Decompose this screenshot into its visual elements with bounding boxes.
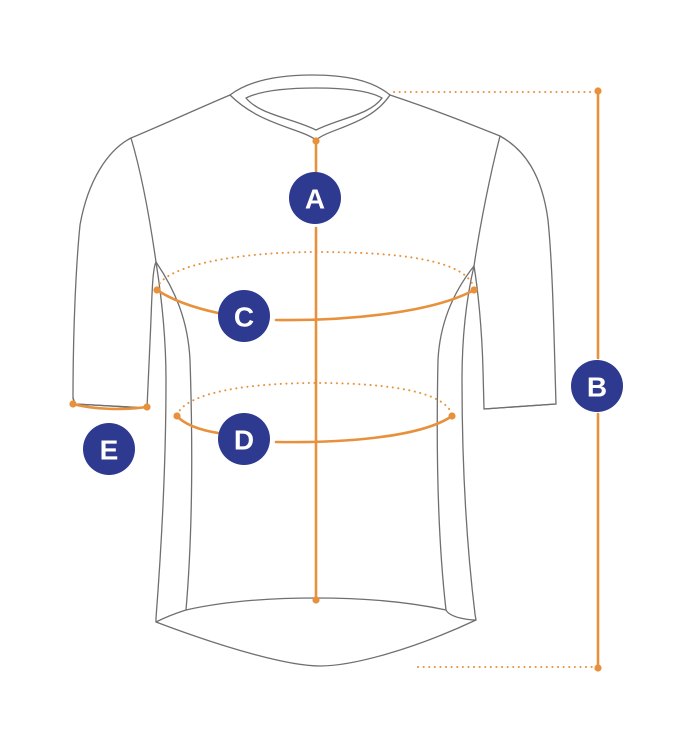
collar-band-outer xyxy=(229,94,391,141)
measure-a-top-dot xyxy=(312,137,320,145)
badge-c-label: C xyxy=(234,302,254,333)
measure-c-front-right xyxy=(274,288,476,322)
measure-d-right-dot xyxy=(448,412,456,420)
measure-e-right-dot xyxy=(143,403,151,411)
badge-c: C xyxy=(218,290,270,342)
hem-band-inner xyxy=(155,609,187,623)
measure-d-left-dot xyxy=(173,412,181,420)
measurement-guides xyxy=(69,87,602,672)
measure-b-top-dot xyxy=(594,87,602,95)
measure-e-line xyxy=(71,402,149,411)
measure-d-front-right xyxy=(274,414,454,444)
hem-band xyxy=(185,597,477,621)
right-shoulder-seam xyxy=(473,135,501,267)
measure-c-left-dot xyxy=(153,286,161,294)
badge-b-label: B xyxy=(587,372,607,403)
measure-c-front-left xyxy=(155,288,220,315)
badge-e: E xyxy=(83,423,135,475)
badge-b-circle xyxy=(571,360,623,412)
left-shoulder-seam xyxy=(130,137,157,263)
collar-back xyxy=(229,74,391,96)
jersey-body-outline xyxy=(72,94,557,667)
measure-d-back-arc xyxy=(176,381,453,416)
badge-c-circle xyxy=(218,290,270,342)
right-sleeve-cuff xyxy=(483,403,557,410)
badge-a-circle xyxy=(289,172,341,224)
jersey-outline xyxy=(72,74,557,667)
measure-b-bottom-dot xyxy=(594,664,602,672)
left-side-panel xyxy=(155,261,193,611)
right-side-panel xyxy=(436,265,475,611)
collar-band-inner xyxy=(245,87,383,131)
measure-e-left-dot xyxy=(69,400,77,408)
badge-d-circle xyxy=(218,413,270,465)
badge-e-label: E xyxy=(100,435,119,466)
badge-b: B xyxy=(571,360,623,412)
measure-a-bottom-dot xyxy=(312,596,320,604)
badge-a: A xyxy=(289,172,341,224)
measure-d-front-left xyxy=(175,414,220,435)
badge-e-circle xyxy=(83,423,135,475)
badge-a-label: A xyxy=(305,184,325,215)
badge-d-label: D xyxy=(234,425,254,456)
measure-c-right-dot xyxy=(470,286,478,294)
badge-d: D xyxy=(218,413,270,465)
measure-c-back-arc xyxy=(156,250,475,289)
